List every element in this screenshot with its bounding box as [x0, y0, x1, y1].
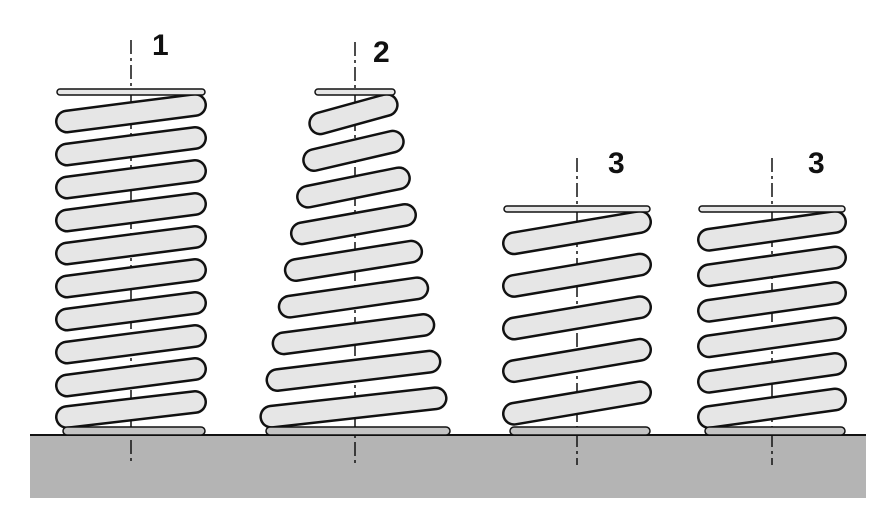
- coil-front-segment: [699, 354, 845, 392]
- spring-4: [697, 158, 847, 465]
- top-end-coil: [698, 205, 846, 213]
- coil-front-segment: [504, 340, 650, 381]
- spring-2: [259, 42, 451, 465]
- spring-3: [502, 158, 652, 465]
- coil-front-segment: [504, 382, 650, 424]
- coil-front-segment: [57, 326, 205, 362]
- coil-front-segment: [504, 212, 650, 253]
- coil-front-segment: [274, 315, 433, 353]
- bottom-end-coil: [265, 426, 451, 436]
- spring-label-2: 2: [373, 36, 390, 69]
- ground-base: [30, 435, 866, 498]
- coil-front-segment: [57, 392, 205, 427]
- coil-front-segment: [286, 242, 421, 280]
- spring-label-3a: 3: [608, 147, 625, 180]
- coil-front-segment: [298, 168, 409, 207]
- top-end-coil: [314, 88, 396, 96]
- coil-front-segment: [57, 128, 205, 164]
- spring-label-1: 1: [152, 29, 169, 62]
- coil-front-segment: [504, 255, 650, 296]
- spring-1: [55, 40, 207, 465]
- coil-front-segment: [699, 248, 845, 285]
- bottom-end-coil: [704, 426, 846, 436]
- coil-front-segment: [57, 194, 205, 230]
- coil-front-segment: [57, 359, 205, 395]
- coil-front-segment: [261, 388, 446, 427]
- coil-front-segment: [57, 227, 205, 263]
- spring-label-3b: 3: [808, 147, 825, 180]
- coil-front-segment: [292, 205, 415, 243]
- bottom-end-coil: [62, 426, 206, 436]
- coil-front-segment: [268, 352, 439, 390]
- top-end-coil: [503, 205, 651, 213]
- coil-front-segment: [310, 95, 397, 133]
- coil-front-segment: [699, 283, 845, 321]
- coil-front-segment: [57, 293, 205, 329]
- coil-front-segment: [304, 132, 403, 170]
- coil-front-segment: [57, 95, 205, 131]
- coil-front-segment: [699, 390, 845, 427]
- coil-front-segment: [57, 161, 205, 197]
- coil-front-segment: [699, 212, 845, 250]
- coil-front-segment: [57, 260, 205, 296]
- coil-front-segment: [504, 297, 650, 338]
- bottom-end-coil: [509, 426, 651, 436]
- coil-front-segment: [699, 319, 845, 356]
- top-end-coil: [56, 88, 206, 96]
- coil-front-segment: [280, 278, 427, 317]
